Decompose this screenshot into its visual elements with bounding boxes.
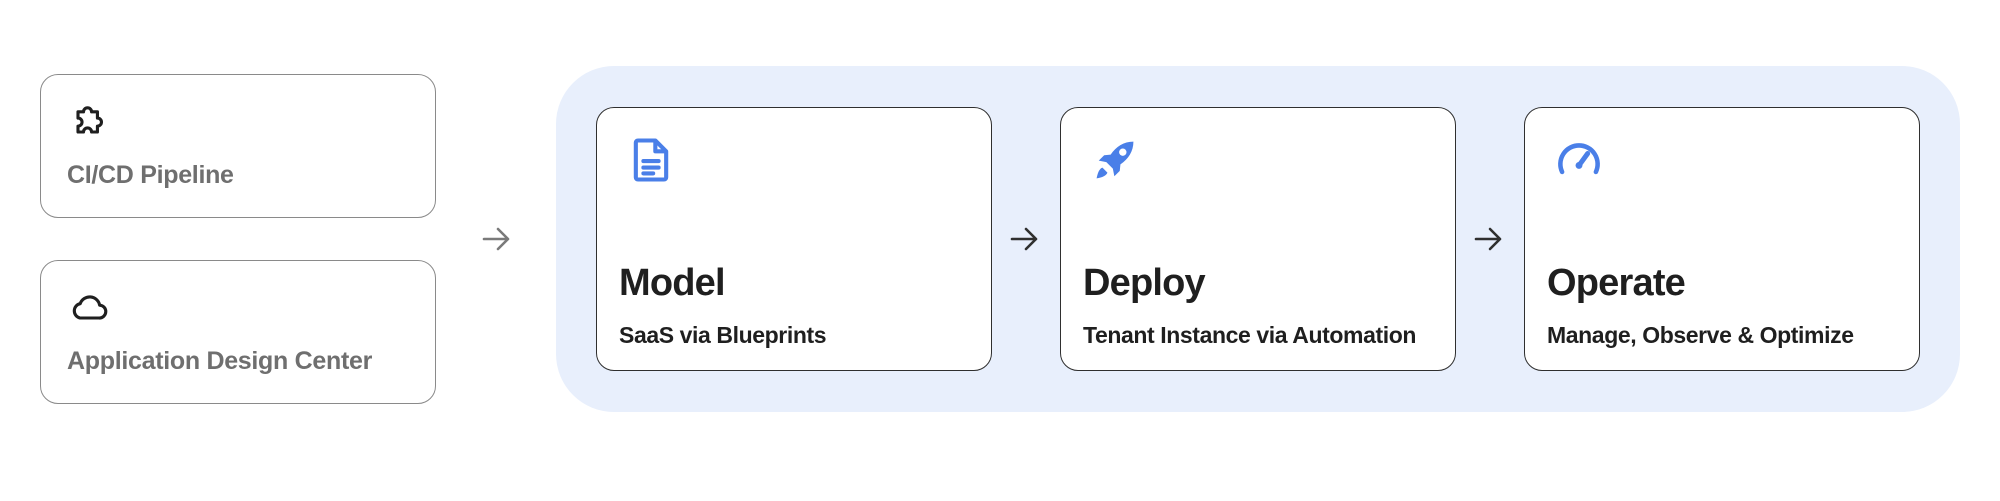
stage-card-model: Model SaaS via Blueprints xyxy=(596,107,992,371)
stage-subtitle: Tenant Instance via Automation xyxy=(1083,322,1417,348)
speedometer-icon xyxy=(1558,143,1600,175)
stage-card-deploy: Deploy Tenant Instance via Automation xyxy=(1060,107,1456,371)
document-icon xyxy=(633,138,669,182)
stage-card-operate: Operate Manage, Observe & Optimize xyxy=(1524,107,1920,371)
source-label: CI/CD Pipeline xyxy=(67,161,234,189)
rocket-icon xyxy=(1096,141,1134,179)
source-label: Application Design Center xyxy=(67,347,373,375)
puzzle-piece-icon xyxy=(76,106,103,134)
arrow-right-icon xyxy=(1474,227,1502,251)
arrow-right-icon xyxy=(1010,227,1038,251)
stage-subtitle: SaaS via Blueprints xyxy=(619,322,827,348)
cloud-icon xyxy=(72,295,108,320)
source-card-ci-cd: CI/CD Pipeline xyxy=(40,74,436,218)
stage-title: Deploy xyxy=(1083,262,1206,304)
stage-title: Model xyxy=(619,262,726,304)
source-card-application-design-center: Application Design Center xyxy=(40,260,436,404)
stage-subtitle: Manage, Observe & Optimize xyxy=(1547,322,1854,348)
arrow-right-icon xyxy=(482,227,510,251)
stage-title: Operate xyxy=(1547,262,1686,304)
